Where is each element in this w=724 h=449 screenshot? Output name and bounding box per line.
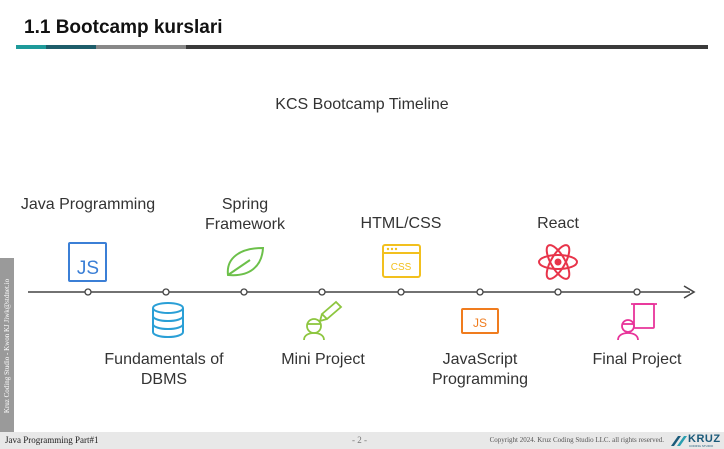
timeline-node [476,288,484,296]
footer-page-number: - 2 - [352,435,367,445]
js-badge-icon: JS [461,308,499,334]
timeline-title: KCS Bootcamp Timeline [275,96,449,113]
footer-bar: Java Programming Part#1 - 2 - Copyright … [0,432,724,449]
milestone-label-javascript: JavaScript Programming [431,351,529,388]
timeline-node [162,288,170,296]
footer-copyright: Copyright 2024. Kruz Coding Studio LLC. … [489,436,664,444]
milestone-label-final-project: Final Project [592,351,682,368]
side-watermark-bar: Kruz Coding Studio - Kwon KJ Jiwk@stdnet… [0,258,14,434]
engineer-pencil-icon [303,300,343,341]
timeline-node [240,288,248,296]
milestone-label-dbms: Fundamentals of DBMS [104,351,224,388]
timeline-node [397,288,405,296]
leaf-icon [226,246,265,277]
footer-course-title: Java Programming Part#1 [5,435,99,445]
css-window-icon: CSS [382,244,421,278]
js-file-icon-text: JS [77,258,99,279]
timeline-node [318,288,326,296]
title-underline-gray [96,45,186,49]
kruz-logo: KRUZ CODING STUDIO [670,433,720,448]
timeline-node [633,288,641,296]
css-window-icon-text: CSS [391,262,412,273]
kruz-logo-text: KRUZ [688,433,721,445]
title-underline-dark [186,45,708,49]
js-badge-icon-text: JS [473,316,487,330]
milestone-label-html-css: HTML/CSS [360,215,442,232]
title-underline-dark-teal [46,45,96,49]
milestone-label-mini-project: Mini Project [281,351,365,368]
timeline-node [554,288,562,296]
title-underline-teal [16,45,46,49]
timeline-arrowhead [683,285,696,299]
kruz-logo-subtext: CODING STUDIO [689,444,714,448]
milestone-label-java: Java Programming [20,196,156,213]
database-icon [152,302,184,339]
react-atom-icon [538,244,578,280]
milestone-label-spring: Spring Framework [204,196,285,233]
engineer-board-icon [617,303,657,341]
slide-title: 1.1 Bootcamp kurslari [24,17,223,38]
side-watermark-text: Kruz Coding Studio - Kwon KJ Jiwk@stdnet… [3,278,11,414]
milestone-label-react: React [537,215,579,232]
timeline-node [84,288,92,296]
js-file-icon: JS [68,242,107,282]
kruz-logo-icon [671,436,687,446]
